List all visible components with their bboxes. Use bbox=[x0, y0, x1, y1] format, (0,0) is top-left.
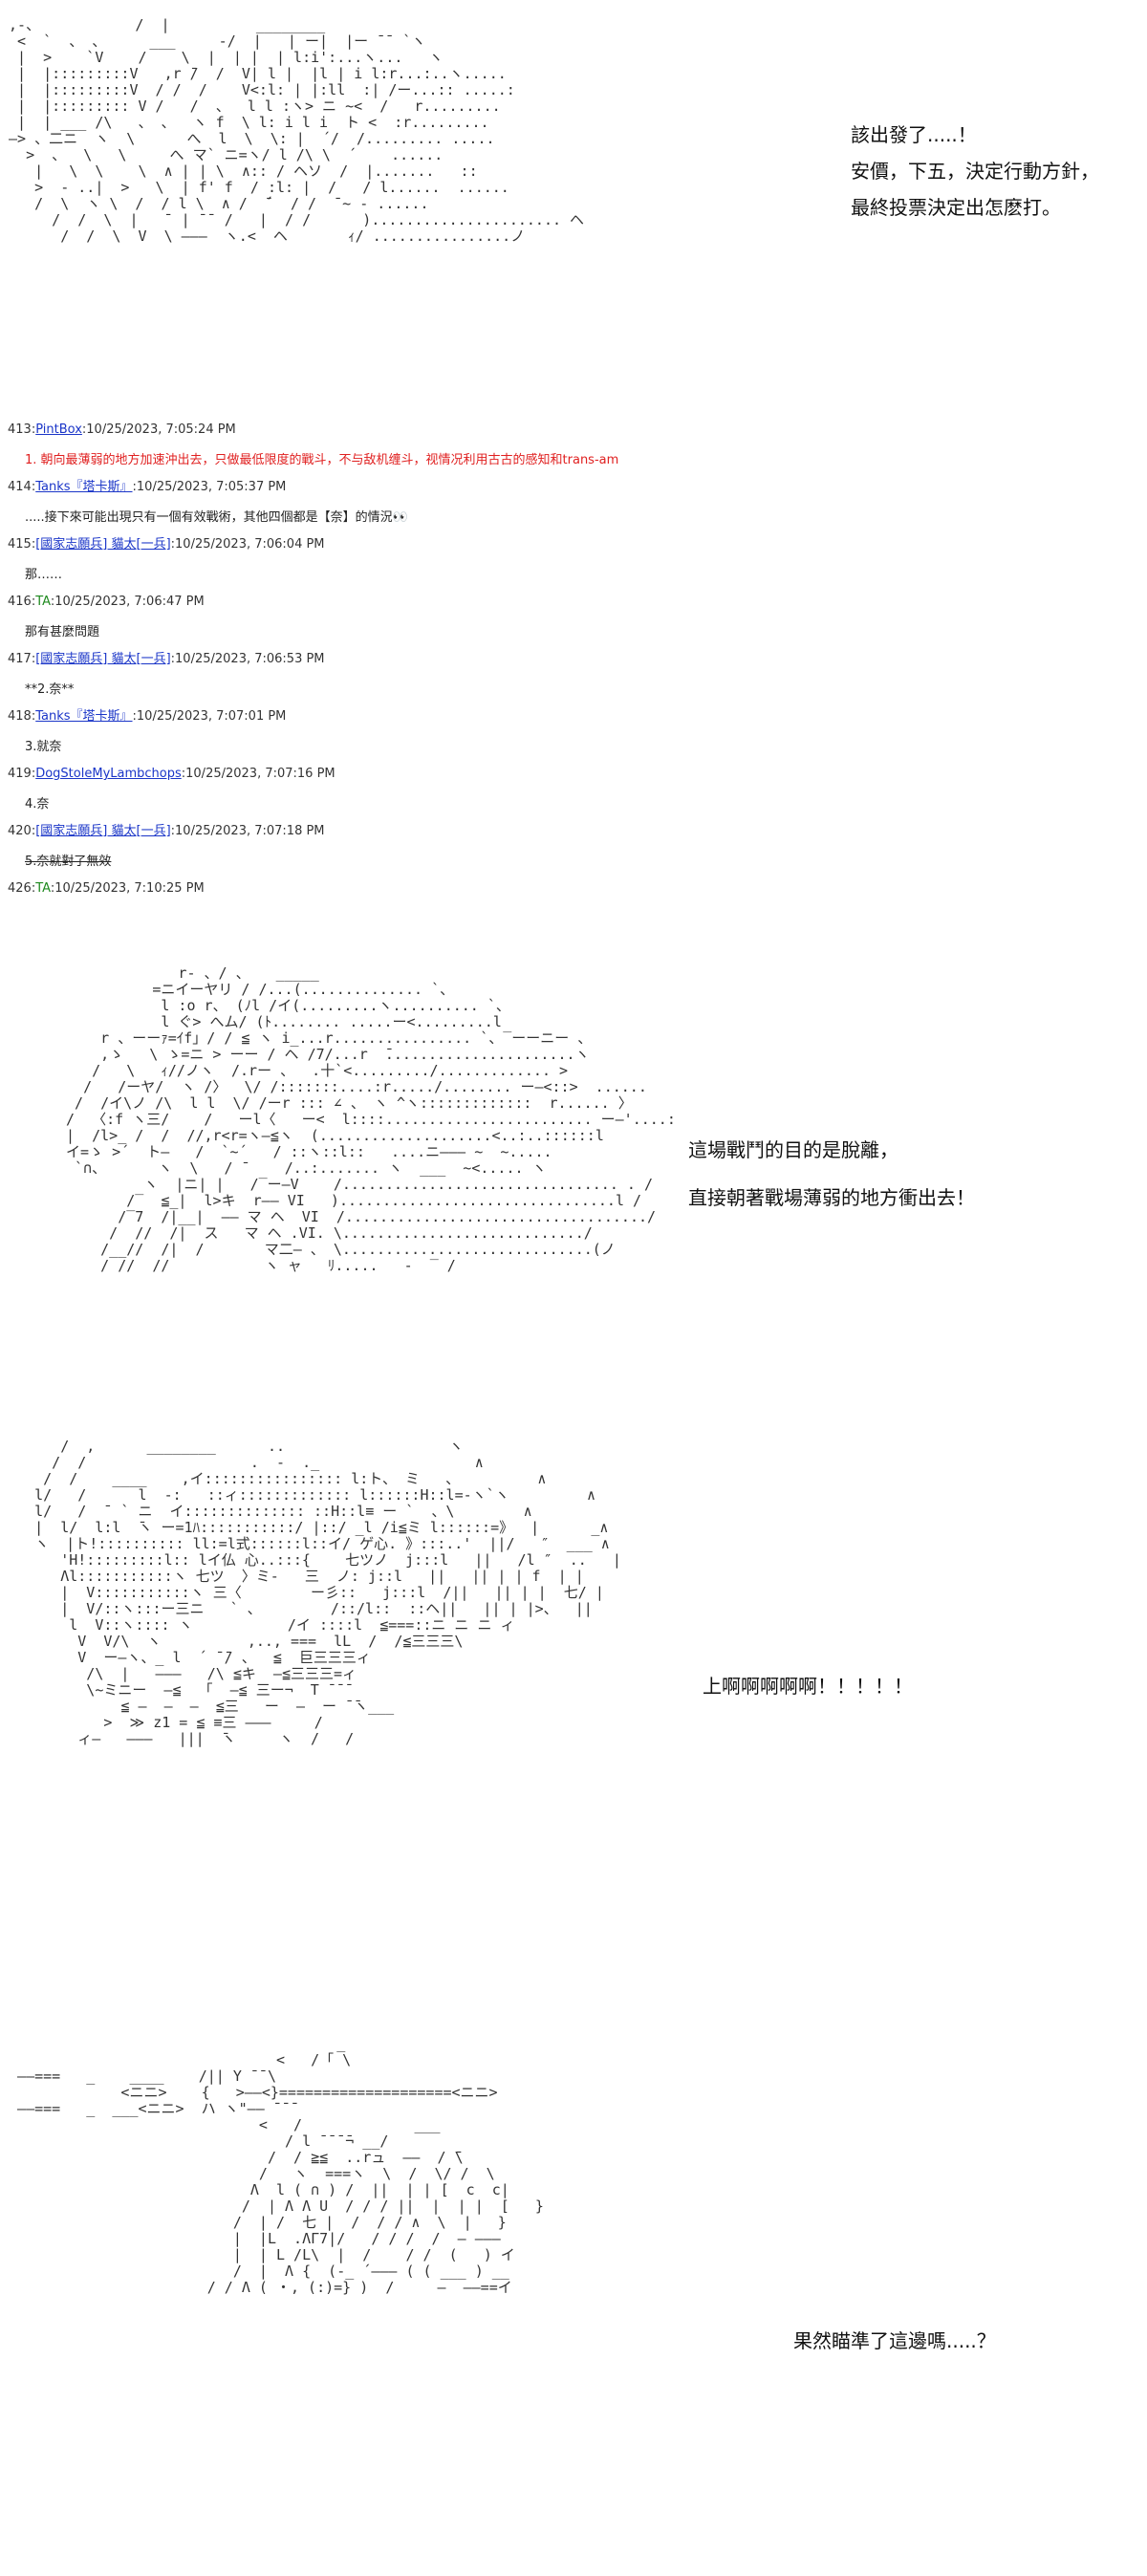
post-date: 10/25/2023, 7:07:01 PM bbox=[136, 709, 287, 724]
ascii-art-panel-4: _ < /「 \ ――=== _ ____ /|| Y ̄ ̄ \ <ニニ> {… bbox=[17, 2036, 544, 2296]
post-header: 416:TA:10/25/2023, 7:06:47 PM bbox=[8, 595, 205, 609]
dialog-line: 直接朝著戰場薄弱的地方衝出去！ bbox=[688, 1186, 975, 1209]
post-author-link[interactable]: [國家志願兵] 貓太[一兵] bbox=[35, 652, 171, 666]
post-date: 10/25/2023, 7:06:53 PM bbox=[175, 652, 325, 666]
panel-4-dialog: 果然瞄準了這邊嗎.....？ bbox=[793, 2323, 1109, 2359]
post-number: 414 bbox=[8, 480, 32, 494]
dialog-line: 這場戰鬥的目的是脫離， bbox=[688, 1138, 898, 1161]
post-body: 那…… bbox=[25, 568, 63, 582]
post-body: .....接下來可能出現只有一個有效戰術，其他四個都是【奈】的情況👀 bbox=[25, 510, 408, 525]
post-header: 413:PintBox:10/25/2023, 7:05:24 PM bbox=[8, 422, 236, 437]
post: 420:[國家志願兵] 貓太[一兵]:10/25/2023, 7:07:18 P… bbox=[8, 822, 1136, 879]
post: 417:[國家志願兵] 貓太[一兵]:10/25/2023, 7:06:53 P… bbox=[8, 650, 1136, 707]
post-author-link[interactable]: Tanks『塔卡斯』 bbox=[35, 480, 133, 494]
post-number: 413 bbox=[8, 422, 32, 437]
post-body-strikethrough: 5.奈就對了無效 bbox=[25, 855, 112, 869]
panel-2-dialog: 這場戰鬥的目的是脫離， 直接朝著戰場薄弱的地方衝出去！ bbox=[688, 1126, 1137, 1222]
dialog-line: 最終投票決定出怎麽打。 bbox=[851, 196, 1061, 219]
post-date: 10/25/2023, 7:10:25 PM bbox=[54, 881, 205, 896]
post-number: 418 bbox=[8, 709, 32, 724]
post: 414:Tanks『塔卡斯』:10/25/2023, 7:05:37 PM ..… bbox=[8, 478, 1136, 535]
post-date: 10/25/2023, 7:06:47 PM bbox=[54, 595, 205, 609]
post-date: 10/25/2023, 7:07:16 PM bbox=[185, 767, 335, 781]
comment-thread: 413:PintBox:10/25/2023, 7:05:24 PM 1. 朝向… bbox=[8, 421, 1136, 902]
post-body: **2.奈** bbox=[25, 682, 75, 697]
ascii-art-panel-3: / , ________ .. ヽ / / . - ._ ∧ / / ____ … bbox=[34, 1439, 621, 1747]
panel-3-dialog: 上啊啊啊啊啊！！！！！ bbox=[703, 1668, 989, 1704]
post-number: 417 bbox=[8, 652, 32, 666]
post-author-link[interactable]: [國家志願兵] 貓太[一兵] bbox=[35, 824, 171, 838]
post-number: 420 bbox=[8, 824, 32, 838]
post-body: 那有甚麼問題 bbox=[25, 625, 100, 639]
post-header: 426:TA:10/25/2023, 7:10:25 PM bbox=[8, 881, 205, 896]
dialog-line: 上啊啊啊啊啊！！！！！ bbox=[703, 1675, 913, 1698]
post-header: 417:[國家志願兵] 貓太[一兵]:10/25/2023, 7:06:53 P… bbox=[8, 652, 325, 666]
post-header: 419:DogStoleMyLambchops:10/25/2023, 7:07… bbox=[8, 767, 335, 781]
post: 418:Tanks『塔卡斯』:10/25/2023, 7:07:01 PM 3.… bbox=[8, 707, 1136, 765]
post-date: 10/25/2023, 7:05:24 PM bbox=[86, 422, 236, 437]
post-author-link[interactable]: DogStoleMyLambchops bbox=[35, 767, 182, 781]
post-date: 10/25/2023, 7:05:37 PM bbox=[136, 480, 287, 494]
post-body: 3.就奈 bbox=[25, 740, 62, 754]
post-author-link[interactable]: PintBox bbox=[35, 422, 82, 437]
post-header: 420:[國家志願兵] 貓太[一兵]:10/25/2023, 7:07:18 P… bbox=[8, 824, 325, 838]
post-body: 1. 朝向最薄弱的地方加速沖出去，只做最低限度的戰斗，不与敌机缠斗，视情况利用古… bbox=[25, 453, 619, 467]
dialog-line: 果然瞄準了這邊嗎.....？ bbox=[793, 2329, 996, 2352]
dialog-line: 該出發了.....！ bbox=[851, 123, 977, 146]
post: 416:TA:10/25/2023, 7:06:47 PM 那有甚麼問題 bbox=[8, 593, 1136, 650]
post: 415:[國家志願兵] 貓太[一兵]:10/25/2023, 7:06:04 P… bbox=[8, 535, 1136, 593]
post-author-link[interactable]: [國家志願兵] 貓太[一兵] bbox=[35, 537, 171, 552]
post-body: 5.奈就對了無效 bbox=[8, 841, 1136, 879]
post-author: TA bbox=[35, 595, 51, 609]
post: 426:TA:10/25/2023, 7:10:25 PM bbox=[8, 879, 1136, 902]
panel-1-dialog: 該出發了.....！ 安價，下五，決定行動方針， 最終投票決定出怎麽打。 bbox=[851, 117, 1137, 226]
post-header: 418:Tanks『塔卡斯』:10/25/2023, 7:07:01 PM bbox=[8, 709, 287, 724]
post-number: 415 bbox=[8, 537, 32, 552]
post-date: 10/25/2023, 7:07:18 PM bbox=[175, 824, 325, 838]
post-number: 419 bbox=[8, 767, 32, 781]
ascii-art-panel-2: r- 、/ 、 _____ =ニイーヤリ / /...(............… bbox=[66, 965, 676, 1274]
post-header: 414:Tanks『塔卡斯』:10/25/2023, 7:05:37 PM bbox=[8, 480, 287, 494]
dialog-line: 安價，下五，決定行動方針， bbox=[851, 160, 1099, 183]
post-date: 10/25/2023, 7:06:04 PM bbox=[175, 537, 325, 552]
post-body: 4.奈 bbox=[25, 797, 50, 812]
post: 419:DogStoleMyLambchops:10/25/2023, 7:07… bbox=[8, 765, 1136, 822]
post-number: 416 bbox=[8, 595, 32, 609]
post: 413:PintBox:10/25/2023, 7:05:24 PM 1. 朝向… bbox=[8, 421, 1136, 478]
ascii-art-panel-1: ,-、 / | ________ < ` 、 、 ___ -/ | | ー| |… bbox=[9, 17, 585, 245]
post-header: 415:[國家志願兵] 貓太[一兵]:10/25/2023, 7:06:04 P… bbox=[8, 537, 325, 552]
post-number: 426 bbox=[8, 881, 32, 896]
post-author: TA bbox=[35, 881, 51, 896]
post-author-link[interactable]: Tanks『塔卡斯』 bbox=[35, 709, 133, 724]
